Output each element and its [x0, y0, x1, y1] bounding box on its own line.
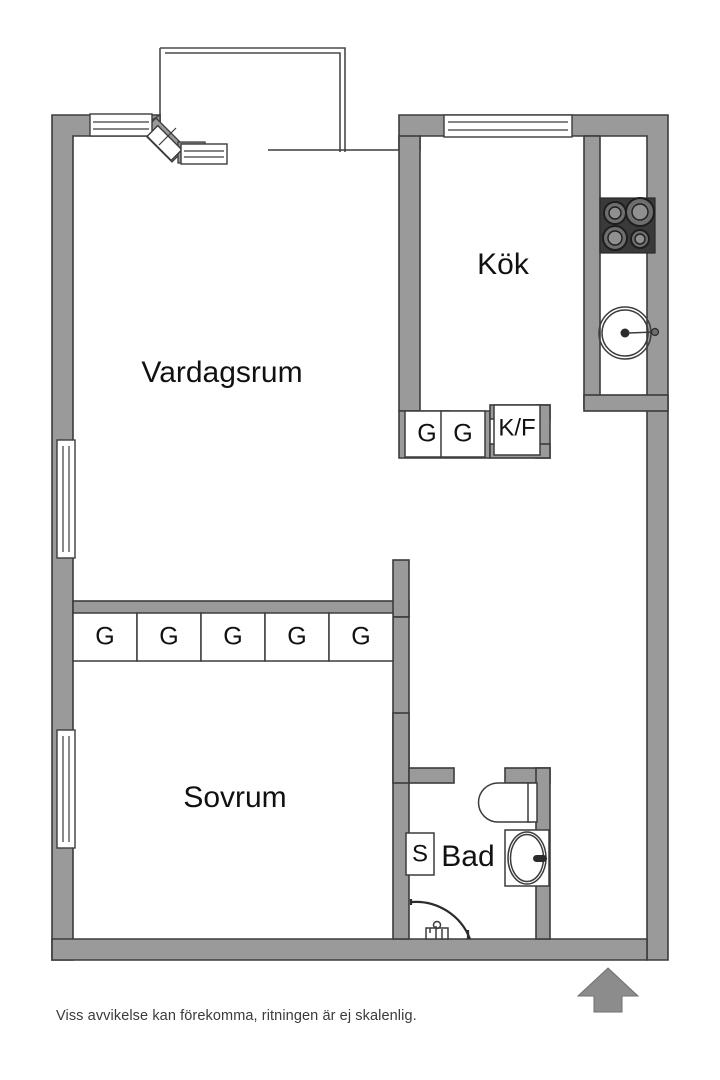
- balcony-outline: [159, 47, 346, 152]
- room-label-bedroom: Sovrum: [183, 781, 286, 814]
- outer-walls: [51, 114, 669, 961]
- window-icon: [443, 114, 573, 138]
- closet-label: G: [159, 623, 178, 651]
- toilet-icon: [477, 782, 538, 823]
- room-label-living-room: Vardagsrum: [141, 356, 302, 389]
- closet-label: G: [95, 623, 114, 651]
- fridge-freezer-label: K/F: [498, 414, 535, 441]
- closet-label: G: [223, 623, 242, 651]
- room-label-kitchen: Kök: [477, 248, 530, 281]
- floor-fixture-icon: [425, 920, 449, 940]
- door-icon: [146, 124, 183, 162]
- room-label-bathroom: Bad: [441, 840, 494, 873]
- window-icon: [56, 729, 76, 849]
- window-icon: [180, 143, 228, 165]
- sink-icon: [598, 306, 660, 360]
- closet-label: G: [287, 623, 306, 651]
- stove-icon: [599, 197, 656, 254]
- washer-label: S: [412, 840, 428, 867]
- interior-walls: [72, 135, 669, 940]
- entrance-arrow-icon: [576, 967, 640, 1013]
- closet-label: G: [453, 420, 472, 448]
- disclaimer-caption: Viss avvikelse kan förekomma, ritningen …: [56, 1008, 417, 1024]
- sink-icon: [504, 829, 550, 887]
- kitchen-closet-row: G G: [404, 410, 486, 458]
- door-swing-icon: [409, 899, 472, 940]
- bedroom-closet-row: G G G G G: [72, 612, 394, 662]
- closet-label: G: [351, 623, 370, 651]
- washer-box: S: [405, 832, 435, 876]
- window-icon: [89, 113, 153, 137]
- closet-label: G: [417, 420, 436, 448]
- fridge-freezer-unit: K/F: [493, 404, 541, 456]
- window-icon: [56, 439, 76, 559]
